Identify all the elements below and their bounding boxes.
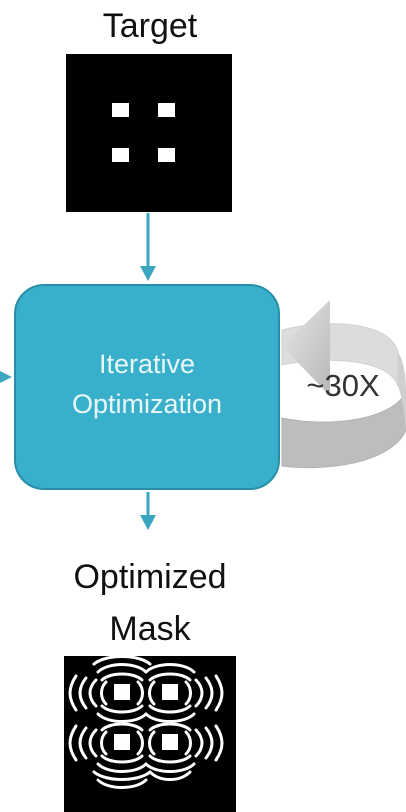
optimized-mask-image bbox=[64, 655, 236, 812]
process-label-line-2: Optimization bbox=[71, 389, 223, 419]
target-label: Target bbox=[102, 7, 198, 45]
process-label-line-1: Iterative bbox=[98, 349, 196, 379]
target-square-bl bbox=[112, 148, 129, 162]
arrow-target-to-optimization bbox=[140, 213, 156, 281]
arrow-incoming-left bbox=[0, 371, 12, 383]
arrow-optimization-to-mask bbox=[140, 492, 156, 530]
target-square-br bbox=[158, 148, 175, 162]
loop-arrow-icon bbox=[281, 300, 406, 469]
iterative-optimization-box: Iterative Optimization bbox=[14, 284, 280, 490]
target-square-tr bbox=[158, 103, 175, 117]
output-label-line-2: Mask bbox=[109, 610, 191, 648]
output-label-line-1: Optimized bbox=[73, 558, 227, 596]
target-image bbox=[66, 54, 232, 212]
target-square-tl bbox=[112, 103, 129, 117]
iteration-count-label: ~30X bbox=[306, 368, 380, 403]
